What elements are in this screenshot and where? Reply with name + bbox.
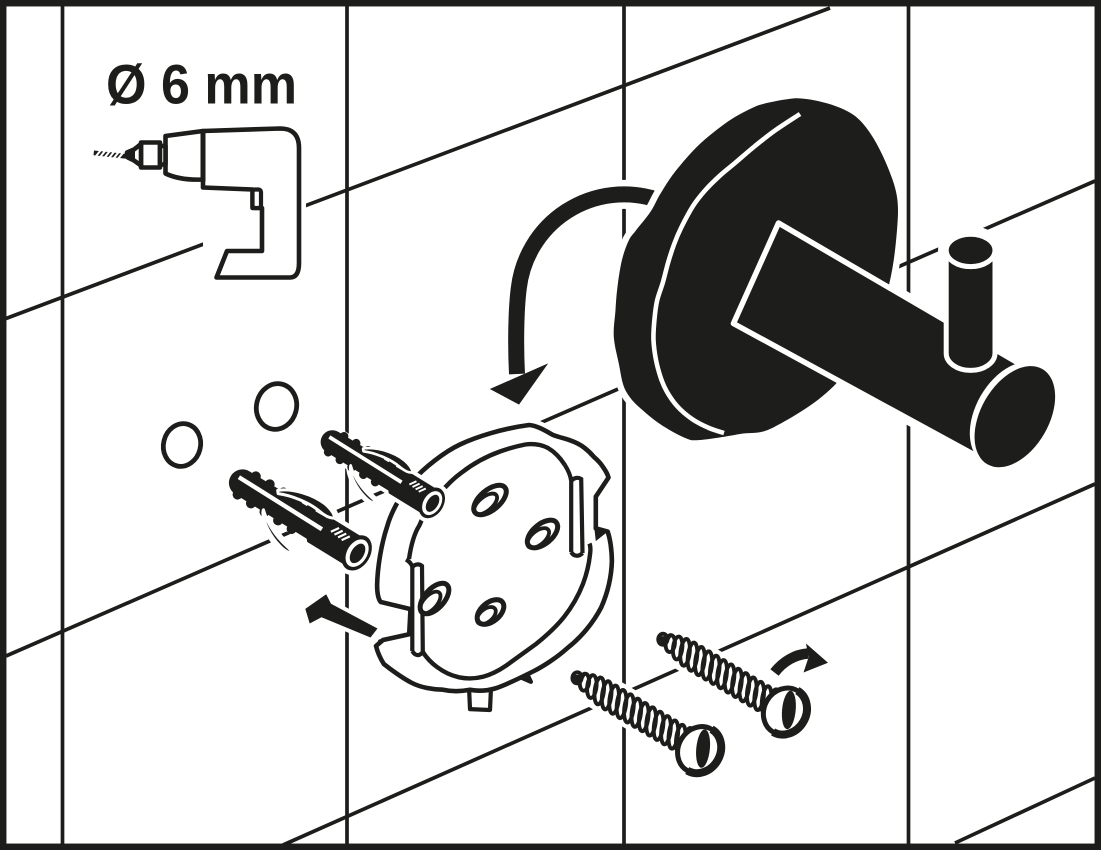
svg-text:Ø 6 mm: Ø 6 mm xyxy=(106,53,297,116)
